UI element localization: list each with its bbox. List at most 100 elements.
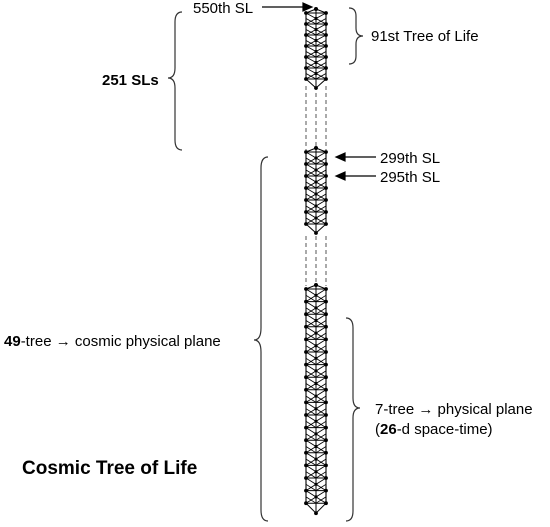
diagram-title: Cosmic Tree of Life [22, 458, 197, 479]
lattice-chevron [315, 433, 327, 441]
lattice-node [314, 318, 318, 323]
lattice-chevron [305, 383, 317, 391]
lattice-tip-right [315, 502, 327, 514]
lattice-node [314, 283, 318, 287]
lattice-node [314, 49, 318, 54]
lattice-tip-right [315, 78, 327, 89]
lattice-chevron [305, 408, 317, 416]
lattice-tip-right [315, 223, 327, 234]
lattice-chevron [315, 357, 327, 365]
arrow-550th-head [302, 2, 314, 12]
lattice-tip-left [305, 502, 317, 514]
label-7-tree-line1: 7-tree → physical plane [375, 401, 533, 418]
lattice-chevron [315, 408, 327, 416]
lattice-node [314, 293, 318, 297]
label-7-tree-line2: (26-d space-time) [375, 421, 493, 438]
lattice-chevron [305, 18, 317, 25]
label-295th-sl: 295th SL [380, 169, 440, 186]
lattice-node [314, 407, 318, 411]
tree-segment-bottom [304, 283, 328, 516]
lattice-node [314, 204, 318, 208]
lattice-chevron [305, 51, 317, 58]
lattice-chevron [315, 483, 327, 491]
lattice-chevron [315, 18, 327, 25]
lattice-chevron [305, 307, 317, 315]
lattice-chevron [315, 383, 327, 391]
lattice-chevron [305, 217, 317, 225]
lattice-chevron [305, 169, 317, 177]
lattice-chevron [305, 420, 317, 428]
lattice-chevron [315, 307, 327, 315]
lattice-node [314, 216, 318, 220]
arrow-295th-head [334, 171, 346, 181]
label-299th-sl: 299th SL [380, 150, 440, 167]
lattice-node [314, 306, 318, 310]
tree-segment-top [304, 7, 328, 90]
lattice-node [314, 146, 318, 150]
lattice-chevron [305, 29, 317, 36]
lattice-node [314, 38, 318, 43]
lattice-chevron [315, 193, 327, 201]
lattice-chevron [305, 395, 317, 403]
lattice-chevron [315, 169, 327, 177]
lattice-chevron [315, 62, 327, 69]
lattice-tip-left [305, 223, 317, 234]
brace-7-tree [345, 317, 361, 522]
lattice-node [314, 86, 318, 90]
lattice-node [314, 7, 318, 11]
lattice-chevron [315, 446, 327, 454]
lattice-chevron [315, 420, 327, 428]
lattice-chevron [305, 496, 317, 504]
lattice-node [314, 470, 318, 474]
lattice-chevron [315, 395, 327, 403]
lattice-node [314, 511, 318, 516]
lattice-chevron [315, 181, 327, 189]
lattice-chevron [315, 332, 327, 340]
lattice-chevron [315, 370, 327, 378]
lattice-node [314, 419, 318, 423]
lattice-chevron [305, 458, 317, 466]
lattice-node [314, 156, 318, 160]
lattice-chevron [315, 51, 327, 58]
lattice-chevron [305, 294, 317, 302]
lattice-chevron [305, 483, 317, 491]
dashed-connectors [305, 86, 327, 286]
lattice-node [314, 482, 318, 486]
lattice-chevron [315, 205, 327, 213]
lattice-chevron [315, 40, 327, 47]
lattice-chevron [305, 62, 317, 69]
lattice-chevron [315, 471, 327, 479]
lattice-chevron [315, 496, 327, 504]
lattice-node [314, 356, 318, 360]
lattice-node [314, 231, 318, 235]
lattice-chevron [315, 29, 327, 36]
lattice-node [314, 369, 318, 373]
lattice-node [314, 27, 318, 32]
lattice-chevron [305, 370, 317, 378]
label-550th-sl: 550th SL [193, 0, 253, 17]
lattice-node [314, 432, 318, 436]
lattice-chevron [315, 157, 327, 165]
lattice-chevron [305, 357, 317, 365]
lattice-chevron [305, 157, 317, 165]
lattice-tip-left [305, 78, 317, 89]
lattice-node [314, 394, 318, 398]
lattice-node [314, 192, 318, 196]
tree-segment-middle [304, 146, 328, 235]
lattice-node [314, 344, 318, 348]
lattice-node [314, 381, 318, 386]
lattice-chevron [305, 345, 317, 353]
lattice-chevron [315, 320, 327, 328]
lattice-chevron [305, 181, 317, 189]
lattice-node [314, 495, 318, 499]
lattice-chevron [305, 193, 317, 201]
lattice-chevron [315, 458, 327, 466]
lattice-node [314, 168, 318, 172]
brace-251-sls [167, 11, 183, 151]
lattice-node [314, 60, 318, 65]
label-91st-tree: 91st Tree of Life [371, 28, 479, 45]
brace-91st-tree [348, 7, 364, 65]
brace-49-tree [253, 156, 269, 522]
